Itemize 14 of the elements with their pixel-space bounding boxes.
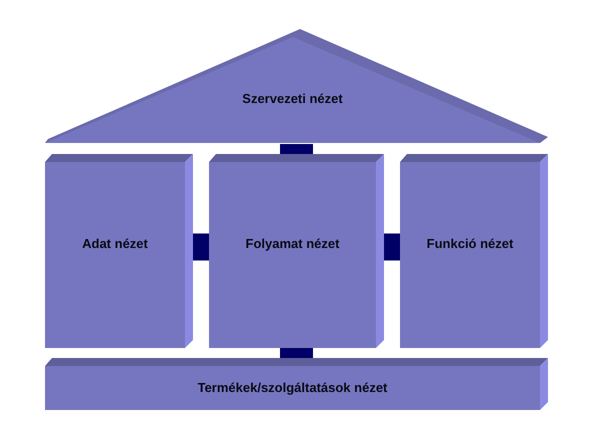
pillar-block	[400, 154, 548, 348]
pillar-block	[45, 154, 193, 348]
node-label: Termékek/szolgáltatások nézet	[198, 380, 388, 396]
node-label: Adat nézet	[82, 236, 148, 252]
roof-triangle	[45, 29, 548, 144]
node-label: Funkció nézet	[426, 236, 514, 252]
node-label: Folyamat nézet	[246, 236, 340, 252]
connector-bar	[280, 348, 313, 358]
node-label: Szervezeti nézet	[242, 91, 343, 107]
connector-bar	[280, 144, 313, 154]
base-block	[45, 358, 548, 410]
pillar-block	[209, 154, 384, 348]
connector-bar	[384, 234, 400, 260]
connector-bar	[193, 234, 209, 260]
